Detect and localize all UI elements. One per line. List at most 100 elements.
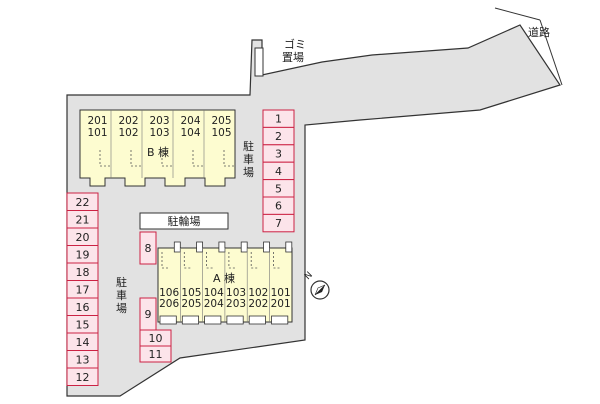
- building-a-top-notches: [173, 241, 293, 253]
- parking-right-label: 駐車場: [243, 139, 254, 179]
- parking-slot-number: 10: [149, 332, 163, 345]
- parking-slot-center: 10: [139, 329, 172, 347]
- building-a-entry-marks: [161, 252, 282, 269]
- building-a-entry-mark: [228, 252, 237, 269]
- parking-slot-number: 2: [275, 130, 282, 143]
- building-a-unit-upper: 106: [159, 287, 179, 299]
- building-a-notch: [173, 241, 181, 253]
- parking-slot-number: 7: [275, 217, 282, 230]
- parking-slot-number: 16: [76, 301, 90, 314]
- svg-text:駐車場: 駐車場: [116, 275, 127, 315]
- parking-slot-box: [139, 345, 172, 363]
- building-a-unit-lower: 204: [204, 298, 224, 310]
- building-b-unit-upper: 201: [87, 115, 107, 127]
- parking-slot-right: 7: [262, 213, 295, 233]
- building-b-unit-upper: 203: [149, 115, 169, 127]
- parking-slot-right: 5: [262, 179, 295, 198]
- building-a-balcony: [226, 315, 244, 325]
- parking-slot-left: 15: [66, 315, 99, 334]
- building-b-unit-upper: 205: [211, 115, 231, 127]
- parking-slot-left: 18: [66, 262, 99, 281]
- parking-slot-right: 6: [262, 196, 295, 215]
- building-b-unit-lower: 104: [180, 127, 200, 139]
- parking-slot-number: 19: [76, 248, 90, 261]
- building-a-balcony: [248, 315, 266, 325]
- parking-slot-left: 12: [66, 367, 99, 386]
- parking-slot-box: [139, 231, 157, 265]
- building-a-balconies: [159, 315, 289, 325]
- parking-slot-number: 9: [145, 308, 152, 321]
- building-a-unit-upper: 102: [248, 287, 268, 299]
- building-b-entry-marks: [99, 150, 234, 167]
- building-a-unit-upper: 103: [226, 287, 246, 299]
- building-b-entry-mark: [192, 150, 203, 167]
- bike-parking-label: 駐輪場: [168, 214, 201, 228]
- building-a-notch: [263, 241, 270, 253]
- parking-slot-number: 5: [275, 182, 282, 195]
- building-a-unit-lower: 206: [159, 298, 179, 310]
- parking-slot-number: 18: [76, 266, 90, 279]
- parking-slot-left: 19: [66, 245, 99, 264]
- parking-slot-left: 13: [66, 350, 99, 369]
- parking-slot-center: 11: [139, 345, 172, 363]
- bike-parking-box: [139, 212, 229, 230]
- parking-slot-box: [262, 213, 295, 233]
- parking-slot-center: 8: [139, 231, 157, 265]
- building-a-entry-mark: [273, 252, 282, 269]
- building-a-dividers: [180, 248, 270, 322]
- north-label: N: [303, 270, 315, 282]
- parking-slot-number: 12: [76, 371, 90, 384]
- building-a-notch: [196, 241, 204, 253]
- parking-slot-number: 3: [275, 148, 282, 161]
- building-b-unit-lower: 103: [149, 127, 169, 139]
- building-b-label: B 棟: [147, 145, 169, 159]
- building-a-entry-mark: [250, 252, 260, 269]
- parking-slot-box: [66, 367, 99, 386]
- building-a-notch: [285, 241, 293, 253]
- building-a-unit-upper: 104: [204, 287, 224, 299]
- building-a-entry-mark: [206, 252, 215, 269]
- parking-slot-number: 20: [76, 231, 90, 244]
- building-a-balcony: [204, 315, 222, 325]
- building-a-unit-lower: 202: [248, 298, 268, 310]
- parking-slot-right: 3: [262, 144, 295, 163]
- parking-slot-right: 2: [262, 126, 295, 146]
- parking-slot-number: 21: [76, 213, 90, 226]
- parking-slot-number: 1: [275, 113, 282, 126]
- garbage-label: ゴミ置場: [282, 37, 306, 64]
- building-b-unit-lower: 105: [211, 127, 231, 139]
- parking-slot-number: 22: [76, 196, 90, 209]
- building-a-unit-upper: 105: [181, 287, 201, 299]
- building-b-dividers: [110, 110, 205, 178]
- building-a-entry-mark: [183, 252, 193, 269]
- parking-left-label: 駐車場: [116, 275, 127, 315]
- building-a-unit-lower: 203: [226, 298, 246, 310]
- building-b-entry-mark: [161, 150, 172, 167]
- parking-slot-number: 8: [145, 242, 152, 255]
- parking-slot-left: 20: [66, 227, 99, 246]
- building-b-entry-mark: [99, 150, 110, 167]
- building-b-unit-lower: 101: [87, 127, 107, 139]
- building-b-unit-upper: 202: [118, 115, 138, 127]
- building-a-unit-lower: 205: [181, 298, 201, 310]
- parking-slot-number: 17: [76, 283, 90, 296]
- building-a-balcony: [181, 315, 200, 325]
- parking-slot-right: 1: [262, 109, 295, 128]
- north-arrow: N: [303, 270, 330, 300]
- parking-slot-number: 6: [275, 200, 282, 213]
- building-a-unit-upper: 101: [271, 287, 291, 299]
- parking-slot-center: 9: [139, 297, 157, 331]
- building-b-unit-lower: 102: [118, 127, 138, 139]
- parking-slot-right: 4: [262, 161, 295, 181]
- building-a-notch: [240, 241, 248, 253]
- parking-right-group: 1 2 345 6 7: [262, 109, 295, 233]
- building-a-label: A 棟: [213, 271, 235, 285]
- parking-slot-left: 14: [66, 332, 99, 351]
- building-b-unit-upper: 204: [180, 115, 200, 127]
- parking-slot-left: 16: [66, 297, 99, 316]
